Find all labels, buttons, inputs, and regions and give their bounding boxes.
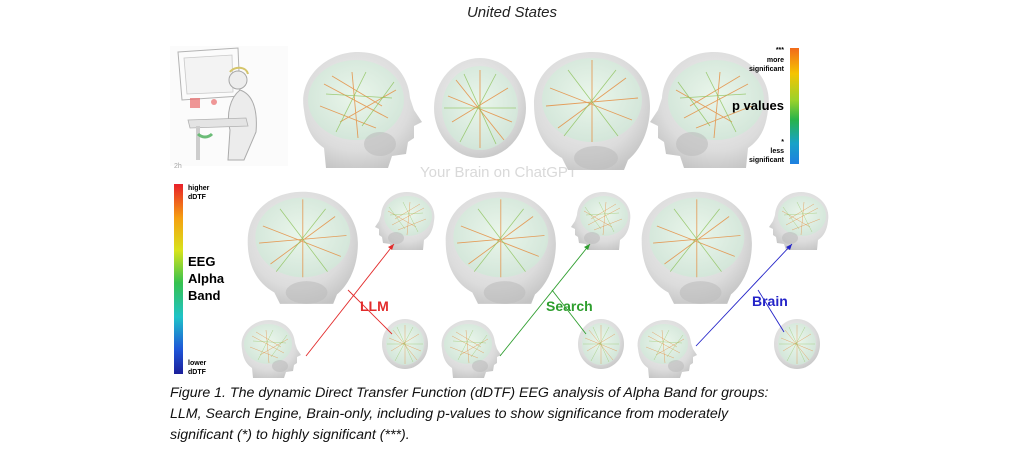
svg-text:higher: higher: [188, 185, 210, 192]
svg-text:Band: Band: [188, 288, 221, 303]
dtf-legend: higher dDTF EEG Alpha Band lower dDTF: [174, 184, 225, 376]
svg-text:dDTF: dDTF: [188, 369, 207, 376]
svg-text:more: more: [767, 57, 784, 64]
svg-text:lower: lower: [188, 360, 207, 367]
caption-line-3: significant (*) to highly significant (*…: [170, 427, 410, 443]
brain-head-side-bottom: [637, 319, 698, 379]
dtf-legend-title: EEG: [188, 254, 215, 269]
search-head-top-bottom: [577, 318, 625, 370]
pvalue-top-stars: ***: [776, 47, 784, 54]
svg-text:2h: 2h: [174, 163, 182, 170]
group-label-llm: LLM: [360, 298, 389, 314]
brain-head-back-large: [641, 191, 753, 305]
search-head-side-bottom: [441, 319, 502, 379]
pvalue-head-top: [433, 57, 527, 159]
caption-line-2: LLM, Search Engine, Brain-only, includin…: [170, 406, 729, 422]
llm-head-back-large: [247, 191, 359, 305]
group-brain: Brain: [637, 191, 829, 379]
group-label-brain: Brain: [752, 293, 788, 309]
pvalue-head-side: [302, 51, 423, 169]
pvalue-legend: *** more significant p values * less sig…: [732, 47, 799, 164]
svg-text:less: less: [770, 148, 784, 155]
pvalue-legend-title: p values: [732, 98, 784, 113]
brain-head-side-small: [769, 192, 828, 250]
group-search: Search: [441, 191, 631, 379]
search-head-side-small: [571, 192, 630, 250]
eeg-figure: 2h *** more significant p values * less …: [170, 46, 840, 379]
llm-head-side-small: [375, 192, 434, 250]
svg-text:*: *: [781, 139, 784, 146]
svg-text:significant: significant: [749, 157, 785, 164]
caption-line-1: Figure 1. The dynamic Direct Transfer Fu…: [170, 385, 769, 401]
svg-text:Alpha: Alpha: [188, 271, 225, 286]
group-llm: LLM: [241, 191, 435, 379]
page-title: United States: [466, 4, 558, 21]
llm-head-top-bottom: [381, 318, 429, 370]
participant-illustration: 2h: [170, 46, 288, 170]
search-head-back-large: [445, 191, 557, 305]
llm-head-side-bottom: [241, 319, 302, 379]
group-label-search: Search: [546, 298, 593, 314]
pvalue-head-back: [533, 51, 651, 171]
svg-text:significant: significant: [749, 66, 785, 73]
svg-text:dDTF: dDTF: [188, 194, 207, 201]
figure-caption: Figure 1. The dynamic Direct Transfer Fu…: [170, 383, 860, 446]
watermark: Your Brain on ChatGPT: [420, 164, 578, 181]
